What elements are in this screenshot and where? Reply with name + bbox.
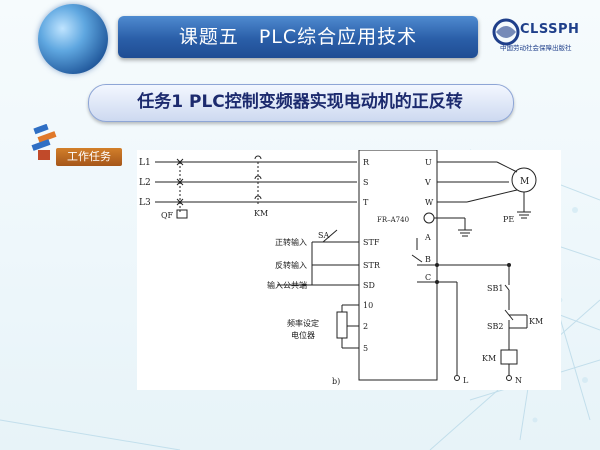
label-sb2: SB2 [487, 322, 503, 331]
header: 课题五 PLC综合应用技术 CLSSPH 中国劳动社会保障出版社 [0, 0, 600, 74]
label-sb1: SB1 [487, 284, 503, 293]
label-sa: SA [318, 231, 329, 240]
terminal-10: 10 [363, 301, 373, 310]
section-label-box [56, 148, 122, 166]
label-l2: L2 [139, 178, 151, 188]
label-common-input: 输入公共端 [267, 280, 307, 290]
terminal-str: STR [363, 261, 381, 270]
publisher-logo-icon [492, 18, 520, 46]
terminal-stf: STF [363, 238, 380, 247]
terminal-5: 5 [363, 344, 368, 353]
terminal-t: T [363, 198, 369, 207]
task-banner [88, 84, 514, 122]
label-inverter-model: FR–A740 [377, 216, 409, 224]
publisher-logo-text: CLSSPH [520, 22, 580, 37]
globe-logo-icon [38, 4, 108, 74]
terminal-u: U [425, 158, 432, 167]
label-n: N [515, 376, 522, 385]
terminal-sd: SD [363, 281, 375, 290]
label-pot-line2: 电位器 [291, 330, 315, 340]
publisher-name: 中国劳动社会保障出版社 [500, 44, 572, 52]
label-reverse-input: 反转输入 [275, 260, 307, 270]
page-title: 课题五 PLC综合应用技术 [178, 26, 418, 48]
terminal-2: 2 [363, 322, 368, 331]
task-title: 任务1 PLC控制变频器实现电动机的正反转 [137, 92, 463, 112]
terminal-b: B [425, 255, 431, 264]
label-l1: L1 [139, 158, 151, 168]
label-l3: L3 [139, 198, 151, 208]
label-forward-input: 正转输入 [275, 237, 307, 247]
label-km-contact: KM [529, 317, 543, 326]
inverter-wiring-diagram: L1 L2 L3 QF KM R S T U V W M PE FR–A740 … [139, 150, 543, 386]
terminal-s: S [363, 178, 368, 187]
diagram-caption: b) [332, 377, 340, 386]
header-bar [118, 16, 478, 58]
terminal-w: W [425, 198, 434, 207]
label-pot-line1: 频率设定 [287, 318, 319, 328]
label-pe: PE [503, 215, 514, 224]
terminal-a: A [424, 233, 431, 242]
label-km-coil: KM [482, 354, 496, 363]
label-km-main: KM [254, 209, 268, 218]
terminal-c: C [425, 273, 431, 282]
label-qf: QF [161, 211, 174, 220]
terminal-r: R [363, 158, 370, 167]
label-motor: M [520, 177, 529, 187]
label-l: L [463, 376, 469, 385]
work-task-icon [31, 124, 57, 160]
terminal-v: V [424, 178, 431, 187]
diagram-panel [137, 150, 561, 390]
section-label: 工作任务 [67, 150, 111, 163]
